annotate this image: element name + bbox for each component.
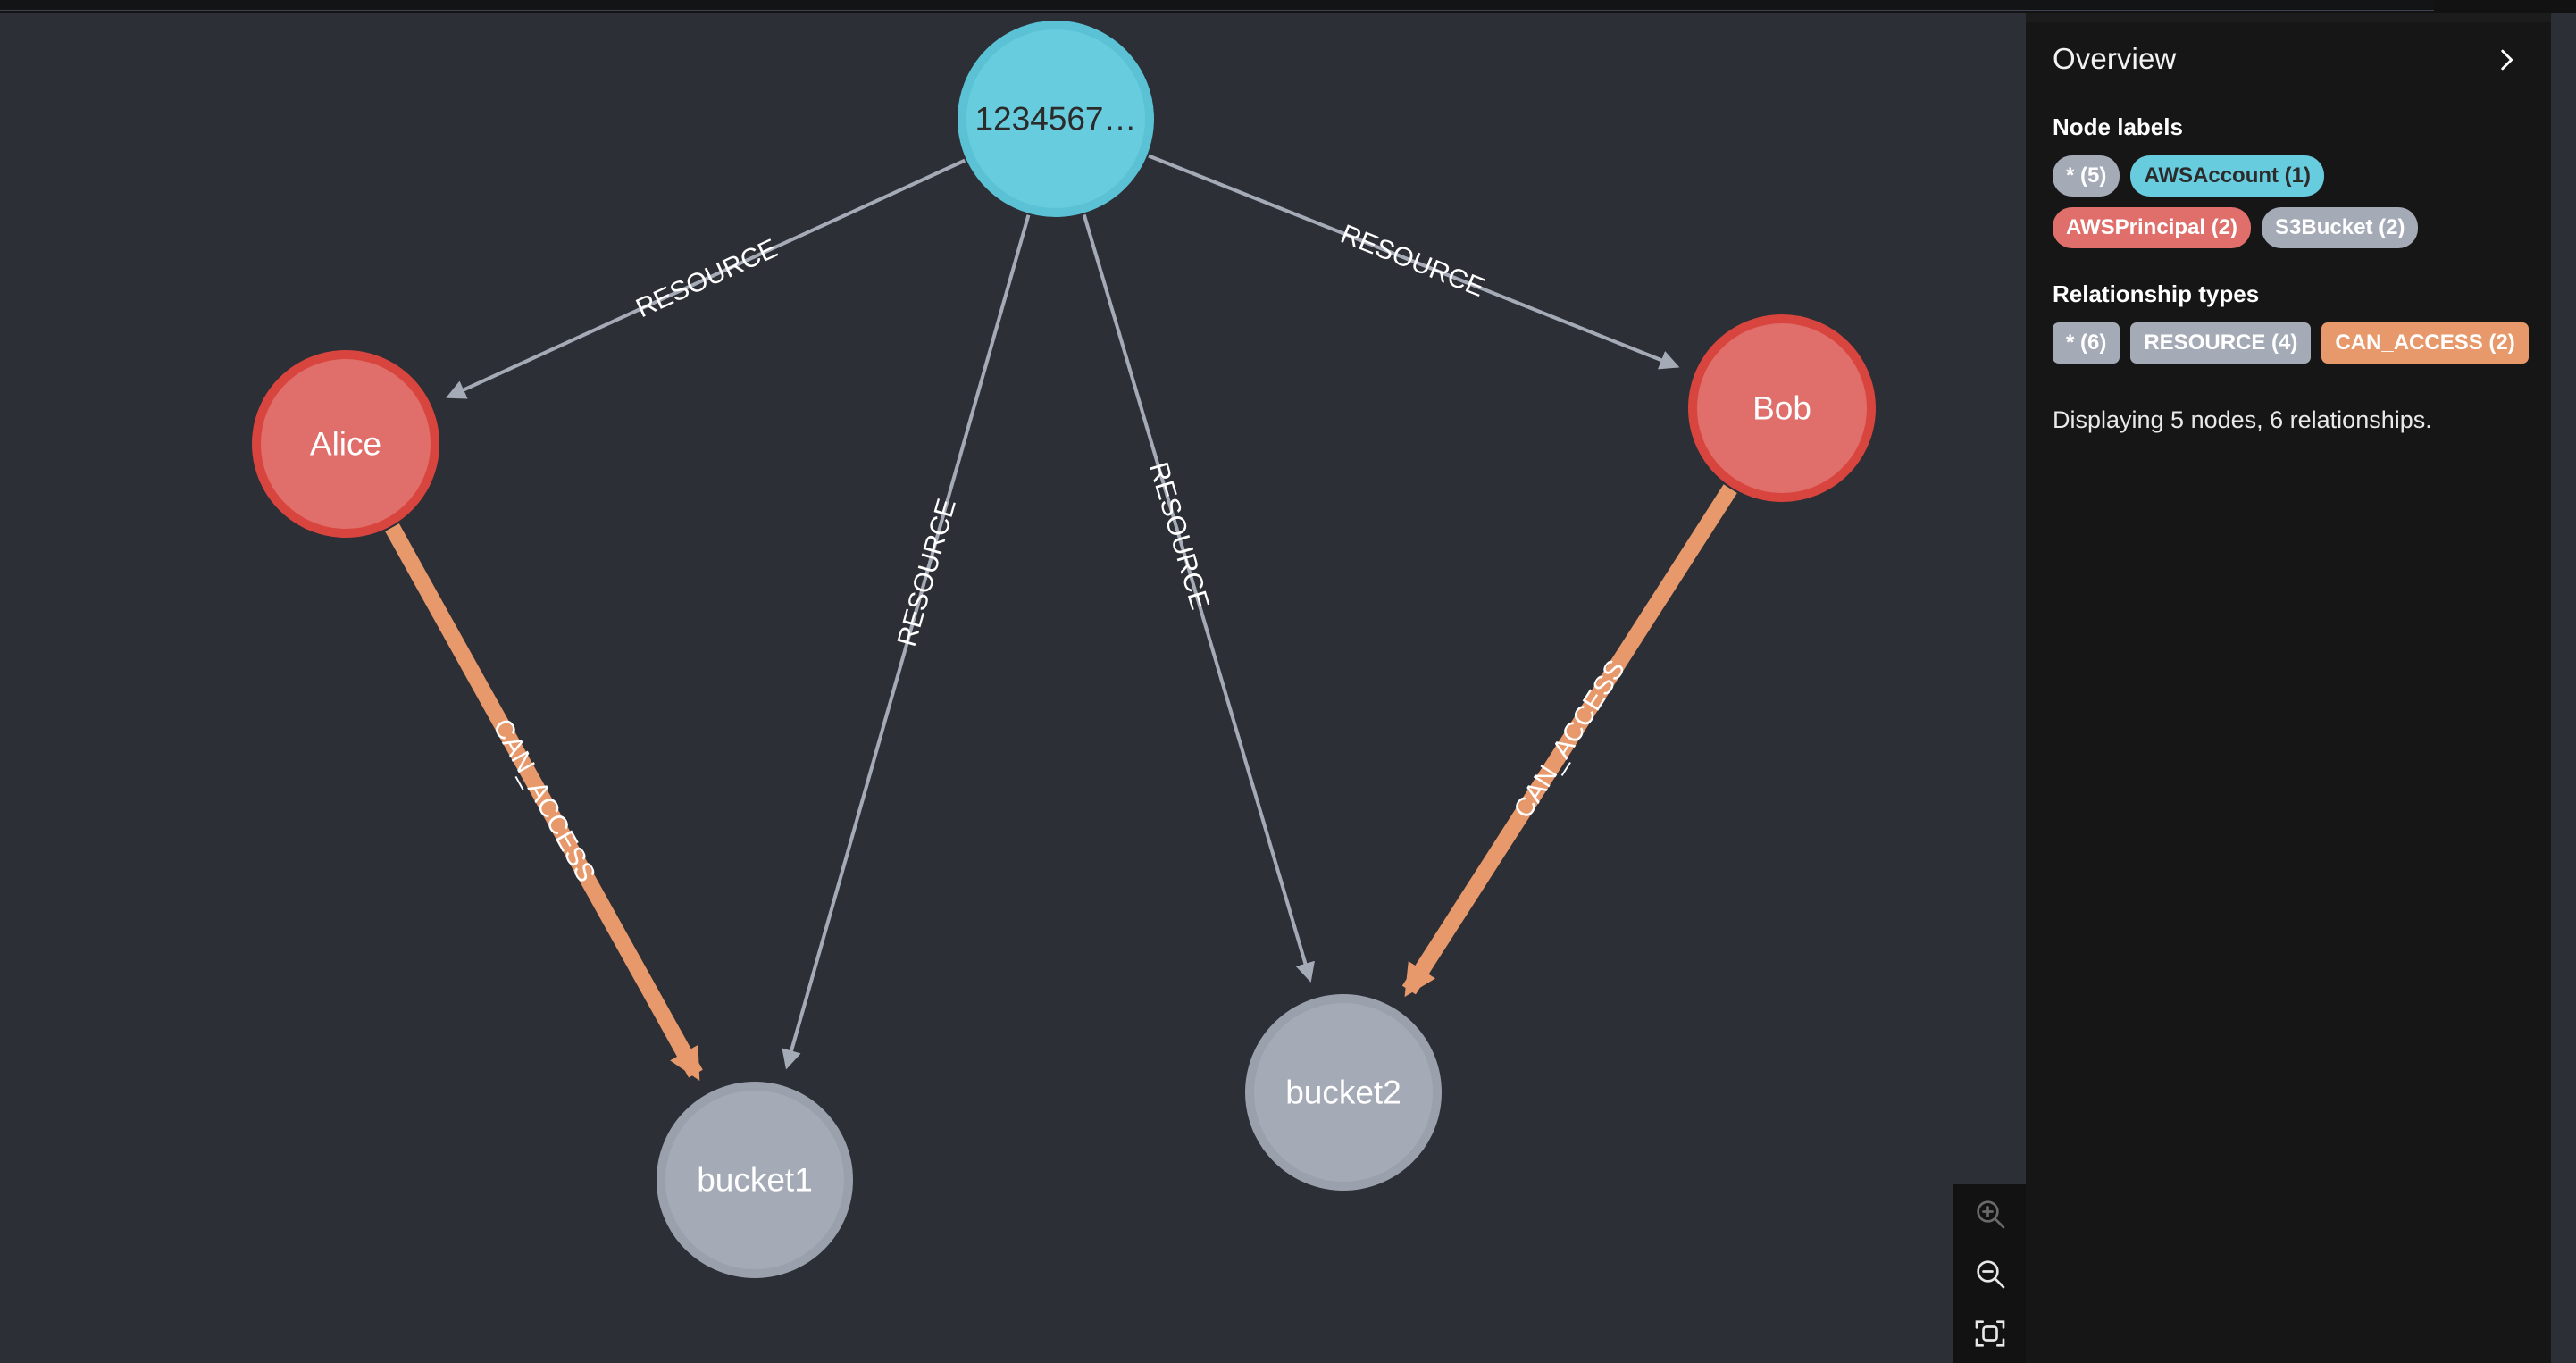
node-label-pill-label: AWSAccount (1) (2144, 163, 2312, 188)
relationship-type-pill[interactable]: * (6) (2053, 322, 2120, 364)
graph-node-circle[interactable] (1245, 994, 1442, 1191)
magnifier-plus-icon (1976, 1200, 2004, 1229)
relationship-type-pill-label: RESOURCE (4) (2144, 330, 2298, 355)
graph-node-circle[interactable] (1688, 314, 1876, 502)
overview-title: Overview (2053, 42, 2177, 75)
overview-panel-header: Overview (2026, 22, 2551, 81)
chevron-right-icon (2501, 49, 2513, 71)
graph-edge[interactable] (446, 158, 966, 399)
graph-edge[interactable] (385, 523, 703, 1081)
node-label-pill-label: S3Bucket (2) (2275, 215, 2405, 239)
graph-node[interactable]: bucket1 (657, 1082, 853, 1278)
graph-edge[interactable] (1082, 213, 1315, 983)
zoom-out-button[interactable] (1953, 1244, 2026, 1304)
node-label-pill-label: * (5) (2066, 163, 2107, 188)
graph-node-circle[interactable] (657, 1082, 853, 1278)
graph-node-circle[interactable] (252, 350, 439, 538)
relationship-type-pill-label: CAN_ACCESS (2) (2335, 330, 2515, 355)
collapse-panel-button[interactable] (2485, 38, 2528, 81)
top-toolbar-strip (0, 0, 2576, 13)
relationship-types-heading: Relationship types (2053, 280, 2260, 307)
magnifier-minus-icon (1976, 1260, 2004, 1289)
relationship-type-pill[interactable]: RESOURCE (4) (2130, 322, 2312, 364)
graph-edge[interactable] (1401, 484, 1737, 998)
zoom-controls[interactable] (1953, 1184, 2026, 1363)
edges-layer (385, 154, 1737, 1081)
relationship-type-pill[interactable]: CAN_ACCESS (2) (2321, 322, 2529, 364)
graph-summary-text: Displaying 5 nodes, 6 relationships. (2053, 406, 2432, 433)
node-label-pill[interactable]: S3Bucket (2) (2262, 207, 2419, 248)
graph-edge[interactable] (1148, 154, 1680, 370)
node-label-pill[interactable]: AWSAccount (1) (2130, 155, 2325, 197)
graph-edge[interactable] (782, 214, 1031, 1070)
graph-node[interactable]: Bob (1688, 314, 1876, 502)
zoom-fit-button[interactable] (1953, 1303, 2026, 1363)
graph-node[interactable]: bucket2 (1245, 994, 1442, 1191)
graph-node-circle[interactable] (958, 21, 1154, 217)
zoom-in-button[interactable] (1953, 1184, 2026, 1244)
graph-node[interactable]: 1234567… (958, 21, 1154, 217)
node-label-pill-label: AWSPrincipal (2) (2066, 215, 2238, 239)
top-toolbar-inner (0, 0, 2434, 11)
relationship-types-list: * (6) RESOURCE (4) CAN_ACCESS (2) (2026, 322, 2551, 364)
node-labels-list: * (5) AWSAccount (1) AWSPrincipal (2) S3Buc… (2026, 155, 2551, 248)
node-label-pill[interactable]: * (5) (2053, 155, 2120, 197)
node-labels-heading: Node labels (2053, 113, 2183, 140)
canvas-right-gutter (2551, 13, 2576, 1363)
relationship-type-pill-label: * (6) (2066, 330, 2107, 355)
overview-panel: Overview Node labels * (5) AWSAccount (1)… (2026, 22, 2551, 1363)
graph-node[interactable]: Alice (252, 350, 439, 538)
fit-to-screen-icon (1975, 1320, 2004, 1347)
node-label-pill[interactable]: AWSPrincipal (2) (2053, 207, 2252, 248)
